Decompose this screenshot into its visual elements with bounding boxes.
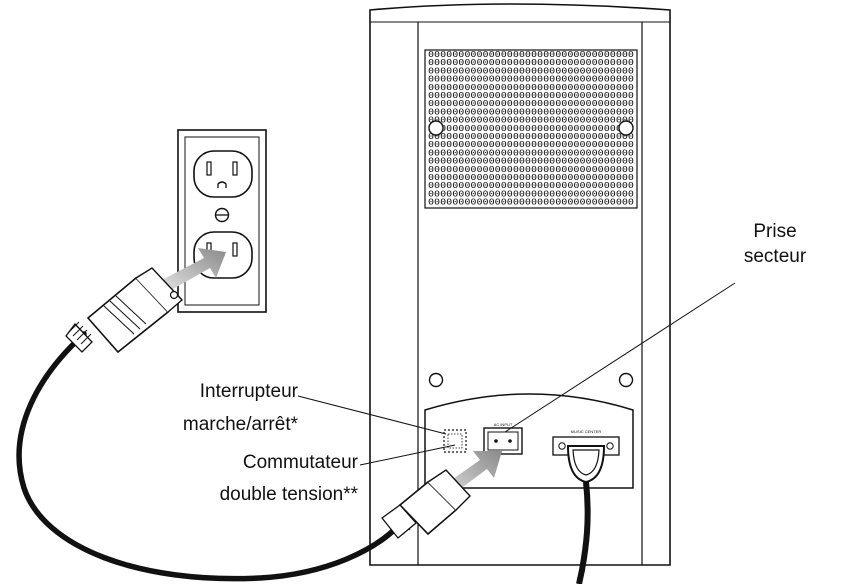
- grille-row: 0000000000000000000000000000000000: [428, 173, 634, 182]
- grille-screw-left: [428, 120, 444, 136]
- label-commutateur-line2: double tension**: [219, 484, 358, 505]
- cabinet-screw-right: [618, 372, 634, 388]
- grille-row: 0000000000000000000000000000000000: [428, 83, 634, 92]
- outlet-insert-arrow: [158, 248, 226, 293]
- grille-screw-right: [618, 120, 634, 136]
- music-center-label: MUSIC CENTER: [571, 429, 602, 434]
- grille-row: 0000000000000000000000000000000000: [428, 91, 634, 100]
- cabinet-screw-left: [428, 372, 444, 388]
- grille-row: 0000000000000000000000000000000000: [428, 66, 634, 75]
- grille-row: 0000000000000000000000000000000000: [428, 116, 634, 125]
- grille-row: 0000000000000000000000000000000000: [428, 165, 634, 174]
- grille-perforations: 0000000000000000000000000000000000000000…: [428, 50, 634, 207]
- grille-row: 0000000000000000000000000000000000: [428, 181, 634, 190]
- speaker-grille: 0000000000000000000000000000000000000000…: [424, 49, 638, 209]
- label-commutateur-line1: Commutateur: [242, 452, 358, 473]
- leader-lines: [297, 282, 736, 466]
- label-prise-line1: Prise: [753, 221, 797, 242]
- power-cord: [16, 267, 471, 582]
- connector-panel: AC INPUT MUSIC CENTER: [424, 393, 634, 489]
- grille-row: 0000000000000000000000000000000000: [428, 148, 634, 157]
- ac-input-label: AC INPUT: [494, 422, 513, 427]
- wall-outlet: [177, 129, 267, 313]
- grille-row: 0000000000000000000000000000000000: [428, 50, 634, 59]
- music-center-plug: [566, 445, 606, 584]
- grille-row: 0000000000000000000000000000000000: [428, 198, 634, 207]
- power-switch[interactable]: [443, 429, 467, 453]
- grille-row: 0000000000000000000000000000000000: [428, 75, 634, 84]
- grille-row: 0000000000000000000000000000000000: [428, 157, 634, 166]
- grille-row: 0000000000000000000000000000000000: [428, 132, 634, 141]
- grille-row: 0000000000000000000000000000000000: [428, 124, 634, 133]
- grille-row: 0000000000000000000000000000000000: [428, 58, 634, 67]
- outlet-receptacle-top: [193, 150, 253, 198]
- grille-row: 0000000000000000000000000000000000: [428, 107, 634, 116]
- label-interrupteur-line1: Interrupteur: [199, 381, 298, 402]
- grille-row: 0000000000000000000000000000000000: [428, 99, 634, 108]
- label-interrupteur-line2: marche/arrêt*: [182, 414, 298, 435]
- grille-row: 0000000000000000000000000000000000: [428, 140, 634, 149]
- label-prise-line2: secteur: [743, 246, 807, 267]
- grille-row: 0000000000000000000000000000000000: [428, 189, 634, 198]
